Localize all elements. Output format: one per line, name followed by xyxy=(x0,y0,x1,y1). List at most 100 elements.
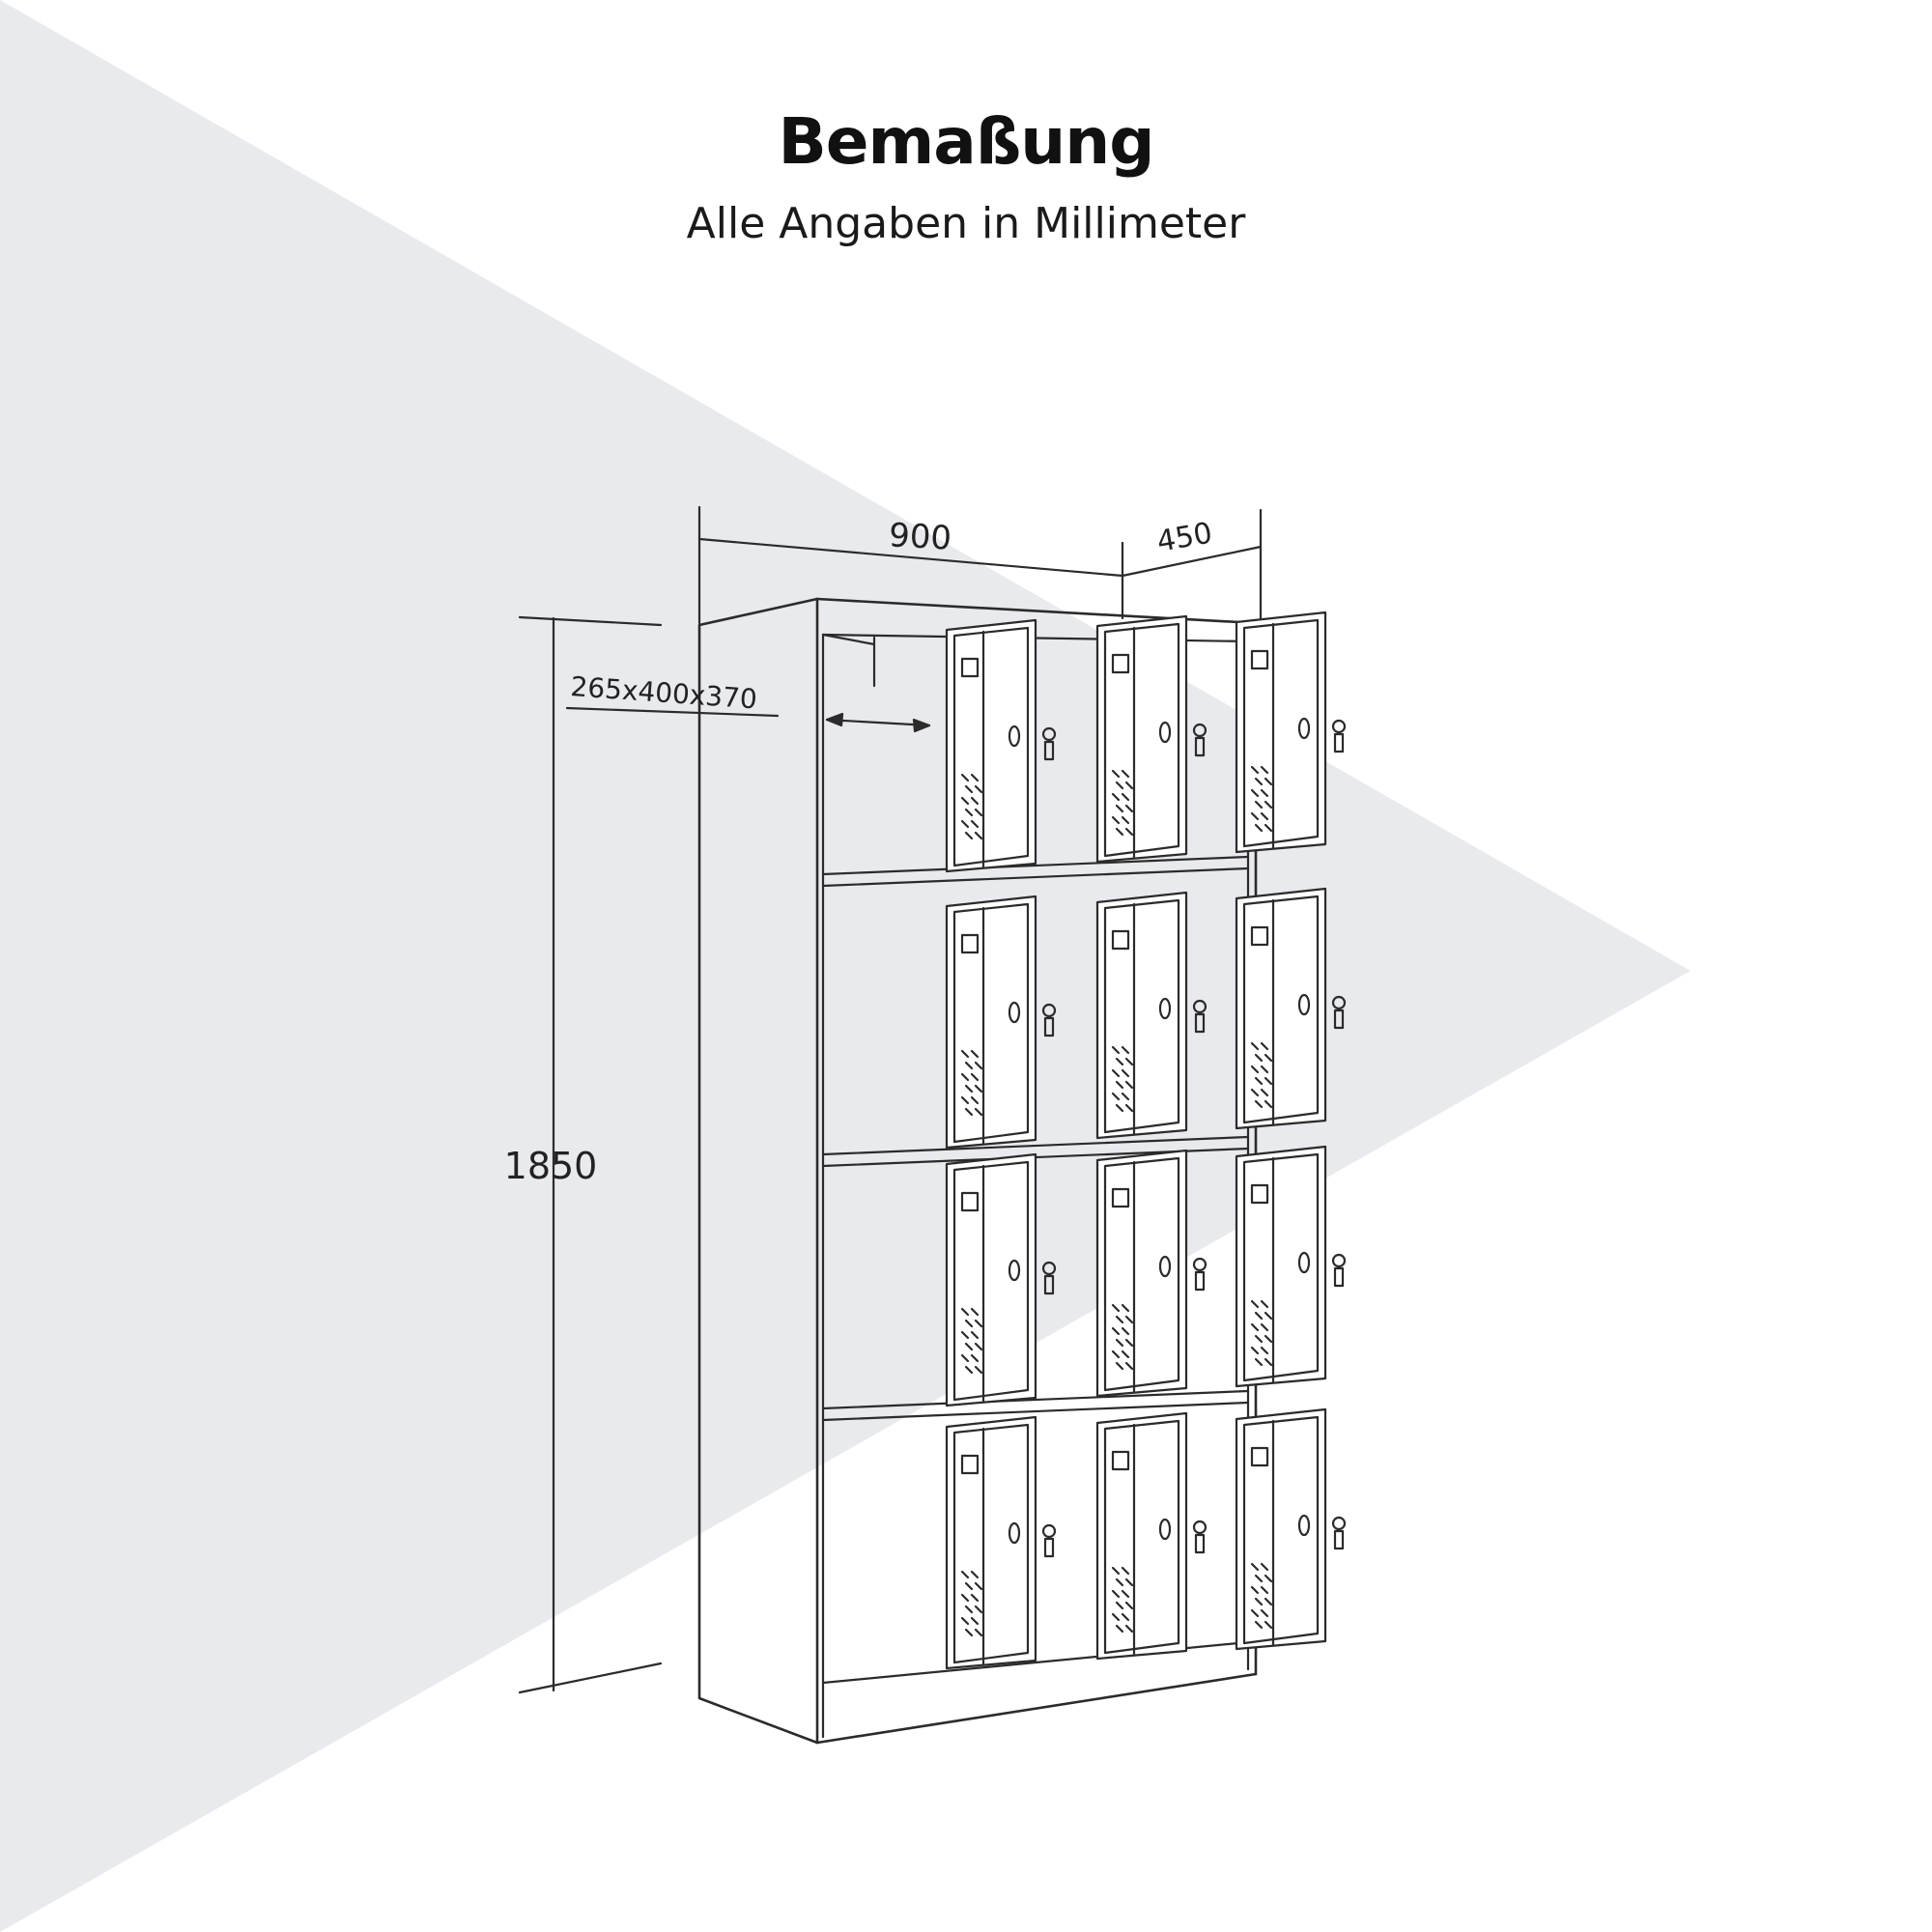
vent-slot xyxy=(1264,777,1273,786)
door-inner-frame xyxy=(1103,1156,1180,1392)
lock-icon[interactable] xyxy=(1192,999,1208,1014)
vent-slot xyxy=(1260,765,1269,775)
door-panel xyxy=(1095,891,1188,1140)
vent-slot xyxy=(1121,1566,1130,1576)
door-handle[interactable] xyxy=(1158,1255,1172,1278)
vent-slot xyxy=(1250,1299,1260,1309)
vent-slot xyxy=(1250,1041,1260,1051)
door-panel xyxy=(1095,1149,1188,1398)
locker-door[interactable] xyxy=(945,1152,1057,1407)
vent-slot xyxy=(970,1593,980,1603)
locker-door[interactable] xyxy=(1235,1407,1347,1651)
door-handle[interactable] xyxy=(1297,717,1311,740)
door-handle[interactable] xyxy=(1158,1518,1172,1541)
door-panel xyxy=(1095,614,1188,864)
vent-slot xyxy=(1111,1303,1121,1313)
lock-icon[interactable] xyxy=(1331,719,1347,734)
door-handle[interactable] xyxy=(1008,1259,1021,1282)
lock-icon[interactable] xyxy=(1331,1253,1347,1268)
door-handle[interactable] xyxy=(1158,997,1172,1020)
lock-icon[interactable] xyxy=(1041,1523,1057,1539)
vent-slot xyxy=(1115,1080,1124,1090)
vent-slot xyxy=(970,796,980,806)
vent-slot xyxy=(960,1593,970,1603)
vent-slot xyxy=(960,773,970,782)
lock-key xyxy=(1194,1270,1206,1292)
vent-slot xyxy=(970,1616,980,1626)
lock-key xyxy=(1043,1274,1055,1295)
vent-slot xyxy=(1260,1299,1269,1309)
vent-slot xyxy=(964,1581,974,1591)
vent-slot xyxy=(970,819,980,829)
vent-slot xyxy=(1254,800,1264,810)
vent-slot xyxy=(964,1605,974,1614)
door-handle[interactable] xyxy=(1008,724,1021,748)
vent-slot xyxy=(964,1061,974,1070)
vent-slot xyxy=(1111,1612,1121,1622)
door-handle[interactable] xyxy=(1158,721,1172,744)
locker-door[interactable] xyxy=(945,1415,1057,1670)
vent-slot xyxy=(1121,1326,1130,1336)
lock-icon[interactable] xyxy=(1192,1257,1208,1272)
locker-door[interactable] xyxy=(1235,1145,1347,1388)
locker-door[interactable] xyxy=(1235,887,1347,1130)
vent-slot xyxy=(964,1107,974,1117)
vent-slot xyxy=(1115,1577,1124,1587)
door-handle[interactable] xyxy=(1297,1514,1311,1537)
locker-door[interactable] xyxy=(1235,611,1347,854)
door-inner-frame xyxy=(1103,1419,1180,1655)
vent-slot xyxy=(1124,1057,1134,1066)
vent-slot xyxy=(1121,1350,1130,1359)
width-dimension-label: 900 xyxy=(888,516,952,557)
label-plate xyxy=(1250,925,1269,947)
vent-slot xyxy=(974,1342,983,1351)
locker-door[interactable] xyxy=(1095,1149,1208,1398)
vent-slot xyxy=(1124,1601,1134,1610)
label-plate xyxy=(1111,653,1130,674)
label-plate xyxy=(960,1191,980,1212)
vent-slot xyxy=(1115,1361,1124,1371)
locker-door[interactable] xyxy=(945,895,1057,1150)
locker-door[interactable] xyxy=(945,618,1057,873)
door-inner-frame xyxy=(952,1423,1030,1664)
locker-door[interactable] xyxy=(1095,891,1208,1140)
locker-door[interactable] xyxy=(1095,614,1208,864)
lock-icon[interactable] xyxy=(1331,995,1347,1010)
vent-slot xyxy=(1115,804,1124,813)
vent-slot xyxy=(1254,1076,1264,1086)
vent-slot xyxy=(960,1616,970,1626)
door-handle[interactable] xyxy=(1008,1521,1021,1545)
vent-slot xyxy=(1115,1103,1124,1113)
vent-slot xyxy=(960,1570,970,1579)
door-handle[interactable] xyxy=(1297,1251,1311,1274)
vent-slot xyxy=(1260,811,1269,821)
lock-key xyxy=(1333,1529,1345,1550)
lock-icon[interactable] xyxy=(1041,726,1057,742)
vent-slot xyxy=(1124,781,1134,790)
lock-icon[interactable] xyxy=(1192,1520,1208,1535)
lock-icon[interactable] xyxy=(1041,1003,1057,1018)
vent-slot xyxy=(964,808,974,817)
door-handle[interactable] xyxy=(1008,1001,1021,1024)
lock-icon[interactable] xyxy=(1041,1261,1057,1276)
lock-key xyxy=(1333,732,1345,753)
vent-slot xyxy=(1264,1357,1273,1367)
vent-slot xyxy=(974,1319,983,1328)
vent-slot xyxy=(1124,1103,1134,1113)
door-panel xyxy=(945,618,1037,873)
label-plate xyxy=(1111,1187,1130,1208)
page-subtitle: Alle Angaben in Millimeter xyxy=(686,199,1246,248)
vent-slot xyxy=(1121,1092,1130,1101)
lock-icon[interactable] xyxy=(1331,1516,1347,1531)
vent-slot xyxy=(1124,1577,1134,1587)
lock-icon[interactable] xyxy=(1192,723,1208,738)
locker-door[interactable] xyxy=(1095,1411,1208,1661)
vent-slot xyxy=(970,1307,980,1317)
door-handle[interactable] xyxy=(1297,993,1311,1016)
vent-slot xyxy=(964,1365,974,1375)
door-panel xyxy=(945,895,1037,1150)
vent-slot xyxy=(1254,1311,1264,1321)
vent-slot xyxy=(960,1307,970,1317)
vent-slot xyxy=(1260,1041,1269,1051)
